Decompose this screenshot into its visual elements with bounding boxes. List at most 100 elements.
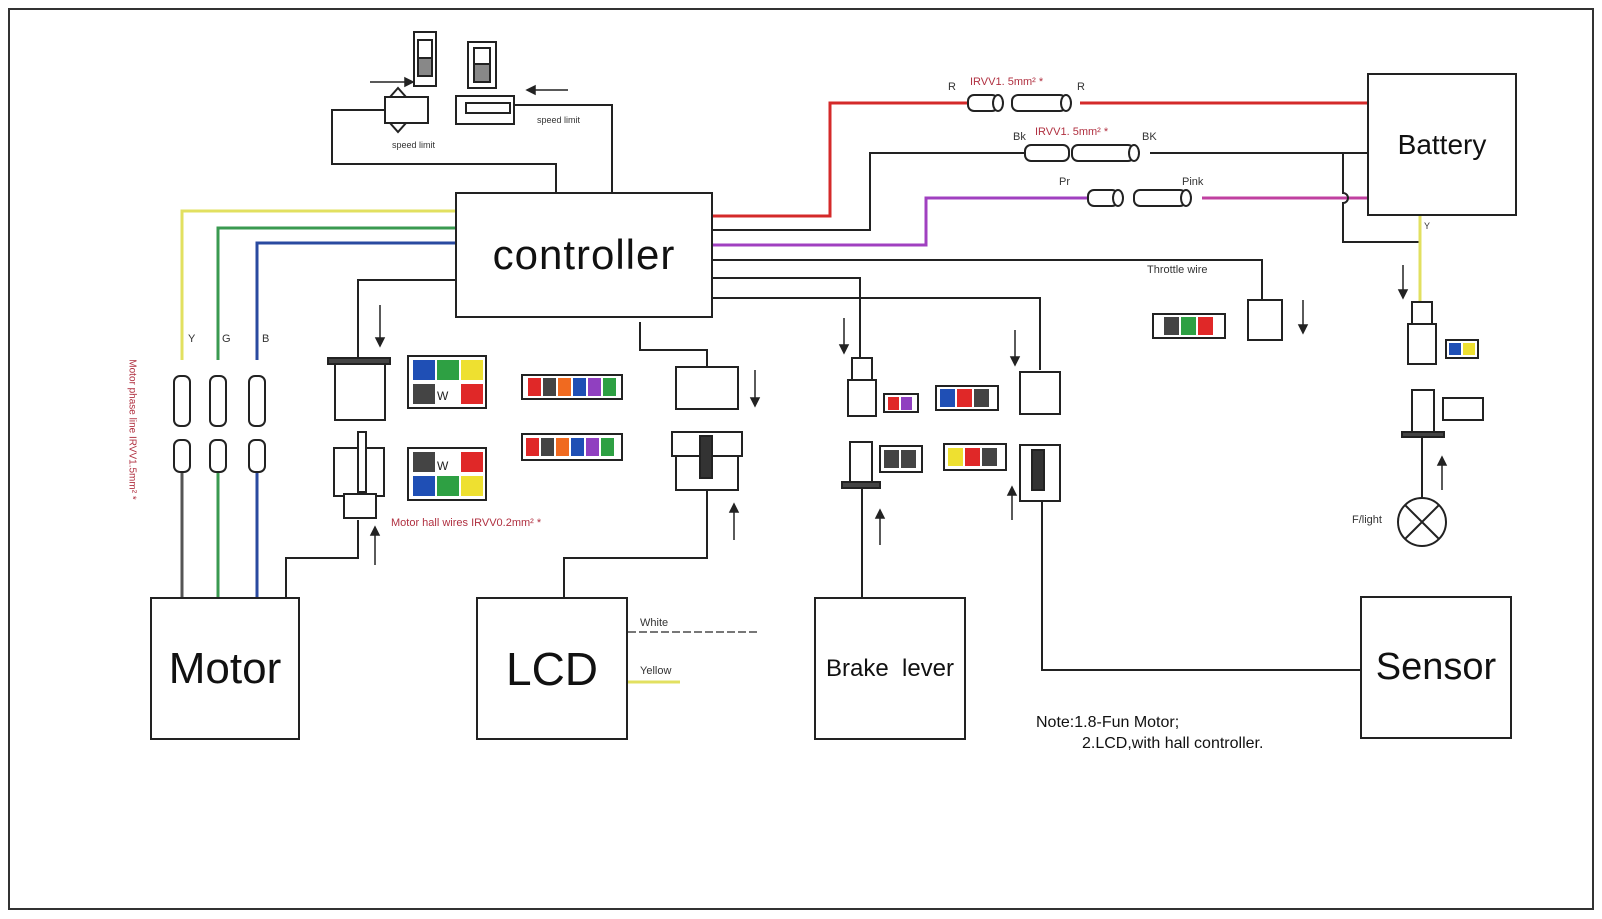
hall-bottom-row2-pin-blue [413, 476, 435, 496]
lcd-connector [671, 366, 743, 491]
throttle-strip-pin-green [1181, 317, 1196, 335]
throttle-wire-label: Throttle wire [1147, 264, 1208, 276]
lcd-strip-bottom-pin-purple [586, 438, 599, 456]
hall-bottom-row1-pin-dark [413, 452, 435, 472]
motor-phase-spec-label: Motor phase line IRVV1.5mm² * [126, 359, 138, 500]
note-line-2: 2.LCD,with hall controller. [1082, 735, 1264, 752]
light-small-top-pin-yellow [1463, 343, 1475, 355]
sensor-wire-bottom [1041, 502, 1360, 671]
hall-top-row2-pin-red [461, 384, 483, 404]
brake-lever-label: Brake lever [825, 654, 955, 682]
battery-y-label: Y [1424, 221, 1431, 231]
throttle-strip-pin-red [1198, 317, 1213, 335]
hall-top-row2-pin-white [437, 384, 459, 404]
brake-small-bottom-pin-dark [884, 450, 899, 468]
brake-connector [841, 357, 1061, 502]
red-spec-label: IRVV1. 5mm² * [970, 76, 1044, 88]
arrows [369, 76, 1448, 565]
brake-small-top-pin-red [888, 397, 899, 410]
hall-bottom-row1-pin-white [437, 452, 459, 472]
hall-top-row1-pin-blue [413, 360, 435, 380]
hall-top-row1-pin-yellow [461, 360, 483, 380]
speed-limit-plug-right [455, 95, 515, 125]
hall-connector-housing [327, 357, 391, 519]
hall-w-bottom-label: W [437, 459, 449, 473]
purple-wire [713, 196, 1088, 247]
brake-lever-box: Brake lever [814, 597, 966, 740]
sensor-label: Sensor [1375, 646, 1497, 688]
lcd-strip-bottom-pin-orange [556, 438, 569, 456]
brake-strip-top-pin-dark [974, 389, 989, 407]
lcd-strip-bottom-pin-green [601, 438, 614, 456]
speed-limit-plug-left [384, 86, 429, 134]
pink-wire-label: Pink [1182, 176, 1204, 188]
battery-red-wire [713, 101, 968, 218]
phase-b-label: B [262, 333, 270, 345]
speed-limit-wire-right [514, 104, 613, 192]
phase-wire-green [216, 226, 455, 360]
red-wire-right-label: R [1077, 81, 1085, 93]
purple-wire-label: Pr [1059, 176, 1070, 188]
speed-limit-left-label: speed limit [392, 140, 436, 150]
speed-limit-wire-left [331, 109, 557, 192]
brake-strip-bottom-pin-dark [982, 448, 997, 466]
motor-label: Motor [168, 643, 282, 693]
lcd-wire-bottom [563, 490, 708, 597]
hall-wire-top [357, 279, 455, 358]
motor-hall-spec-label: Motor hall wires IRVV0.2mm² * [391, 517, 542, 529]
light-connector [1401, 301, 1484, 438]
lcd-strip-top-pin-blue [573, 378, 586, 396]
light-small-top-pin-blue [1449, 343, 1461, 355]
phase-g-label: G [222, 333, 231, 345]
brake-small-bottom-pin-dark [901, 450, 916, 468]
brake-strip-top-pin-red [957, 389, 972, 407]
speed-limit-right-label: speed limit [537, 115, 581, 125]
hall-bottom-row1-pin-red [461, 452, 483, 472]
sensor-box: Sensor [1360, 596, 1512, 739]
lcd-strip-top-pin-dark [543, 378, 556, 396]
phase-y-label: Y [188, 333, 196, 345]
lcd-box: LCD [476, 597, 628, 740]
red-wire-left-label: R [948, 81, 956, 93]
controller-box: controller [455, 192, 713, 318]
battery-ground-loop [1342, 153, 1420, 243]
hall-wire-bottom [285, 520, 359, 597]
speed-limit-connector-top-left [413, 31, 437, 87]
note: Note:1.8-Fun Motor; 2.LCD,with hall cont… [1036, 712, 1263, 754]
lcd-yellow-label: Yellow [640, 665, 672, 677]
brake-strip-bottom-pin-red [965, 448, 980, 466]
battery-box: Battery [1367, 73, 1517, 216]
pin-strips [521, 313, 1479, 473]
front-light-label: F/light [1352, 514, 1382, 526]
black-wire-right-label: BK [1142, 131, 1157, 143]
lcd-label: LCD [505, 642, 599, 695]
lcd-strip-top-pin-red [528, 378, 541, 396]
controller-label: controller [492, 231, 676, 278]
throttle-wire [713, 259, 1263, 300]
throttle-connector [1247, 299, 1283, 341]
red-bullet-connector [967, 94, 1072, 112]
lcd-strip-top-pin-purple [588, 378, 601, 396]
lcd-white-label: White [640, 617, 669, 629]
note-line-1: Note:1.8-Fun Motor; [1036, 714, 1180, 731]
sensor-wire-top [713, 297, 1041, 370]
hall-pins [407, 355, 487, 501]
lcd-strip-top-pin-orange [558, 378, 571, 396]
throttle-strip-pin-dark [1164, 317, 1179, 335]
hall-top-row2-pin-dark [413, 384, 435, 404]
black-wire-left-label: Bk [1013, 131, 1026, 143]
brake-wire-top [713, 277, 861, 358]
phase-bullet-connectors [173, 375, 266, 473]
phase-wire-blue [255, 241, 455, 360]
motor-box: Motor [150, 597, 300, 740]
brake-small-top-pin-purple [901, 397, 912, 410]
brake-strip-top-pin-blue [940, 389, 955, 407]
speed-limit-connector-top-right [467, 41, 497, 89]
hall-bottom-row2-pin-yellow [461, 476, 483, 496]
phase-wire-yellow [180, 209, 455, 360]
brake-strip-bottom-pin-yellow [948, 448, 963, 466]
outer-frame [8, 8, 1594, 910]
lcd-strip-bottom-pin-blue [571, 438, 584, 456]
